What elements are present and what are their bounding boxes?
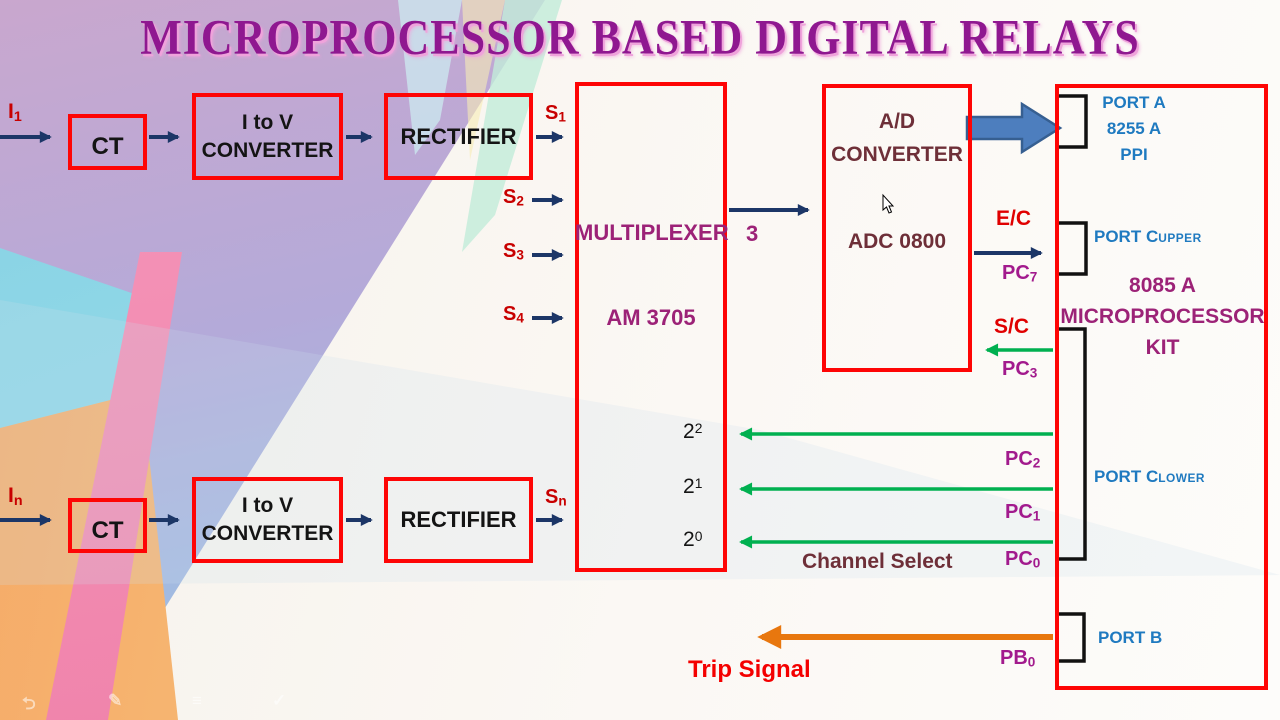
adc-label-line2: CONVERTER: [831, 143, 963, 166]
sc-signal-label: S/C: [994, 315, 1030, 338]
pc7-label: PC7: [1002, 262, 1038, 285]
channel-select-label: Channel Select: [802, 550, 953, 573]
adc-label-line1: A/D: [878, 110, 916, 133]
port-c-lower-label: PORT CLOWER: [1094, 467, 1205, 486]
pc1-label: PC1: [1005, 501, 1041, 524]
watermark-pen-icon: ✎: [108, 691, 123, 710]
multiplexer-box: [575, 82, 727, 572]
select-bit-2-label: 22: [683, 419, 703, 443]
pc2-label: PC2: [1005, 448, 1041, 471]
page-title: MICROPROCESSOR BASED DIGITAL RELAYS: [140, 10, 1140, 65]
ct-box-bottom: CT: [68, 498, 147, 553]
ct-box-top: CT: [68, 114, 147, 170]
trip-signal-label: Trip Signal: [688, 656, 811, 683]
signal-s2-label: S2: [503, 186, 524, 209]
pb0-label: PB0: [1000, 647, 1036, 670]
block-arrow-adc-to-porta: [965, 101, 1063, 155]
port-a-label: PORT A 8255 A PPI: [1102, 93, 1166, 164]
signal-sn-label: Sn: [545, 486, 567, 509]
pc0-label: PC0: [1005, 548, 1041, 571]
signal-s4-label: S4: [503, 303, 524, 326]
select-bit-0-label: 20: [683, 527, 703, 551]
pc3-label: PC3: [1002, 358, 1038, 381]
kit-label-line2: MICROPROCESSOR: [1060, 305, 1265, 328]
watermark-lines-icon: ≡: [192, 691, 202, 710]
kit-label-line1: 8085 A: [1129, 274, 1196, 297]
adc-part-number: ADC 0800: [847, 230, 947, 253]
signal-s3-label: S3: [503, 240, 524, 263]
multiplexer-part-number: AM 3705: [606, 305, 696, 330]
port-b-label: PORT B: [1098, 628, 1163, 647]
select-bit-1-label: 21: [683, 474, 703, 498]
rectifier-box-top: RECTIFIER: [384, 93, 533, 180]
ec-signal-label: E/C: [996, 207, 1032, 230]
adc-box: [822, 84, 972, 372]
rectifier-box-bottom: RECTIFIER: [384, 477, 533, 563]
watermark-check-icon: ✓: [272, 691, 287, 710]
port-c-upper-label: PORT CUPPER: [1094, 227, 1202, 246]
input-in-label: In: [8, 484, 23, 509]
bus-width-label: 3: [746, 221, 759, 246]
signal-s1-label: S1: [545, 102, 566, 125]
input-i1-label: I1: [8, 100, 22, 125]
multiplexer-label: MULTIPLEXER: [575, 220, 729, 245]
watermark-undo-icon: ⮌: [22, 694, 36, 713]
microprocessor-kit-box: [1055, 84, 1268, 690]
kit-label-line3: KIT: [1145, 336, 1180, 359]
